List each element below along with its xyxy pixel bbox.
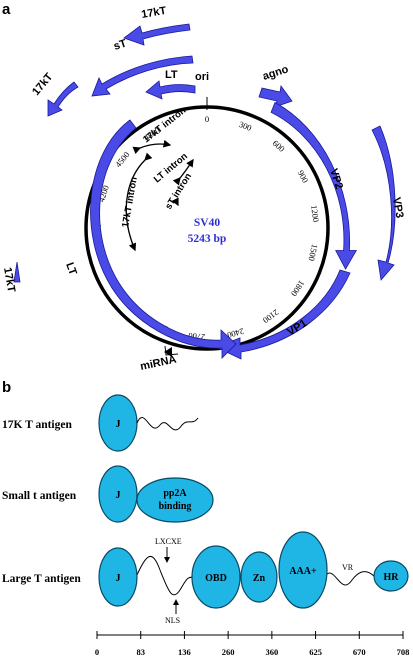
mirna-arrowhead xyxy=(164,347,172,357)
genome-tick-4500: 4500 xyxy=(113,150,131,170)
agno-arrow xyxy=(258,84,293,108)
genome-tick-2700: 2700 xyxy=(188,331,206,343)
lt-intron-arrow xyxy=(172,158,194,186)
row-small-label: Small t antigen xyxy=(2,490,77,502)
genome-tick-300: 300 xyxy=(238,119,253,133)
kt17-left-arrow xyxy=(47,81,79,117)
panel-b-letter: b xyxy=(2,379,11,396)
vp2-arrow xyxy=(270,101,357,270)
row-large-obd-domain xyxy=(191,545,241,609)
axis-tick-label-83: 83 xyxy=(136,647,145,657)
genome-tick-0: 0 xyxy=(205,114,209,124)
genome-tick-600: 600 xyxy=(271,138,287,154)
axis-tick-label-0: 0 xyxy=(95,647,99,657)
mirna-label: miRNA xyxy=(139,354,177,373)
row-large-obd-text: OBD xyxy=(205,573,227,584)
kt17-intron-left-arrow xyxy=(125,152,153,252)
row-large-zn-domain xyxy=(240,551,278,603)
row-large-zn-text: Zn xyxy=(253,573,266,584)
row-small-j-text: J xyxy=(116,490,121,501)
row-large-linker1 xyxy=(136,556,196,596)
kt17-left-label: 17kT xyxy=(30,71,55,98)
row-large-aaa-text: AAA+ xyxy=(289,566,317,577)
row-large-linker2 xyxy=(323,571,375,586)
row-small-j-domain xyxy=(98,465,138,523)
gene-arrows xyxy=(13,23,396,360)
nls-label: NLS xyxy=(165,616,180,625)
row-large-j-domain xyxy=(98,547,138,607)
lt-outer-label: LT xyxy=(63,261,79,277)
genome-size: 5243 bp xyxy=(188,233,227,245)
genome-tick-900: 900 xyxy=(296,169,311,185)
row-large-aaa-domain xyxy=(278,531,328,609)
ori-label: ori xyxy=(195,71,209,83)
kt17-intron-top-label: 17kT intron xyxy=(141,105,188,145)
residue-axis-ticks: 0 83 136 260 360 625 670 708 xyxy=(95,631,410,657)
st-arrow xyxy=(91,55,194,97)
genome-tick-1200: 1200 xyxy=(309,204,321,222)
row-large-hr-text: HR xyxy=(384,572,400,583)
row-small-binding-text: binding xyxy=(159,501,192,512)
row-small-pp2a-text: pp2A xyxy=(163,488,187,499)
kt17-intron-top-arrow xyxy=(132,139,172,155)
st-intron-arrow xyxy=(171,197,179,207)
lt-outer-arrow xyxy=(90,119,237,359)
vr-label: VR xyxy=(342,563,354,572)
axis-tick-label-260: 260 xyxy=(222,647,235,657)
kt17-small-label: 17kT xyxy=(1,266,17,293)
row-large-hr-domain xyxy=(373,560,409,592)
row-17k-j-text: J xyxy=(116,419,121,430)
vp3-label: VP3 xyxy=(390,196,405,219)
row-small-pp2a-domain xyxy=(136,477,214,523)
agno-label: agno xyxy=(261,63,290,83)
row-17k-label: 17K T antigen xyxy=(2,419,72,431)
genome-tick-1800: 1800 xyxy=(289,279,307,299)
genome-tick-2400: 2400 xyxy=(226,326,245,340)
axis-tick-label-670: 670 xyxy=(353,647,366,657)
kt17-top-arrow xyxy=(123,23,191,46)
kt17-small-arrow xyxy=(13,261,21,283)
mirna-marker xyxy=(164,345,179,356)
st-label: sT xyxy=(112,37,128,52)
kt17-top-label: 17kT xyxy=(140,5,167,21)
row-17k-tail xyxy=(136,416,199,431)
genome-name: SV40 xyxy=(194,217,220,229)
panel-a-letter: a xyxy=(2,1,11,18)
vp1-arrow xyxy=(214,269,351,360)
genome-tick-1500: 1500 xyxy=(306,243,320,262)
row-large-j-text: J xyxy=(116,573,121,584)
axis-tick-label-708: 708 xyxy=(397,647,410,657)
vp3-arrow xyxy=(371,125,396,281)
lt-top-label: LT xyxy=(165,69,178,81)
kt17-intron-left-label: 17kT intron xyxy=(120,176,140,229)
lt-top-arrow xyxy=(145,80,196,100)
genome-tick-2100: 2100 xyxy=(261,307,281,325)
row-large-label: Large T antigen xyxy=(2,573,81,585)
axis-tick-label-360: 360 xyxy=(265,647,278,657)
axis-tick-label-136: 136 xyxy=(178,647,191,657)
axis-tick-label-625: 625 xyxy=(309,647,322,657)
lxcxe-label: LXCXE xyxy=(155,537,182,546)
vp2-label: VP2 xyxy=(327,167,345,190)
